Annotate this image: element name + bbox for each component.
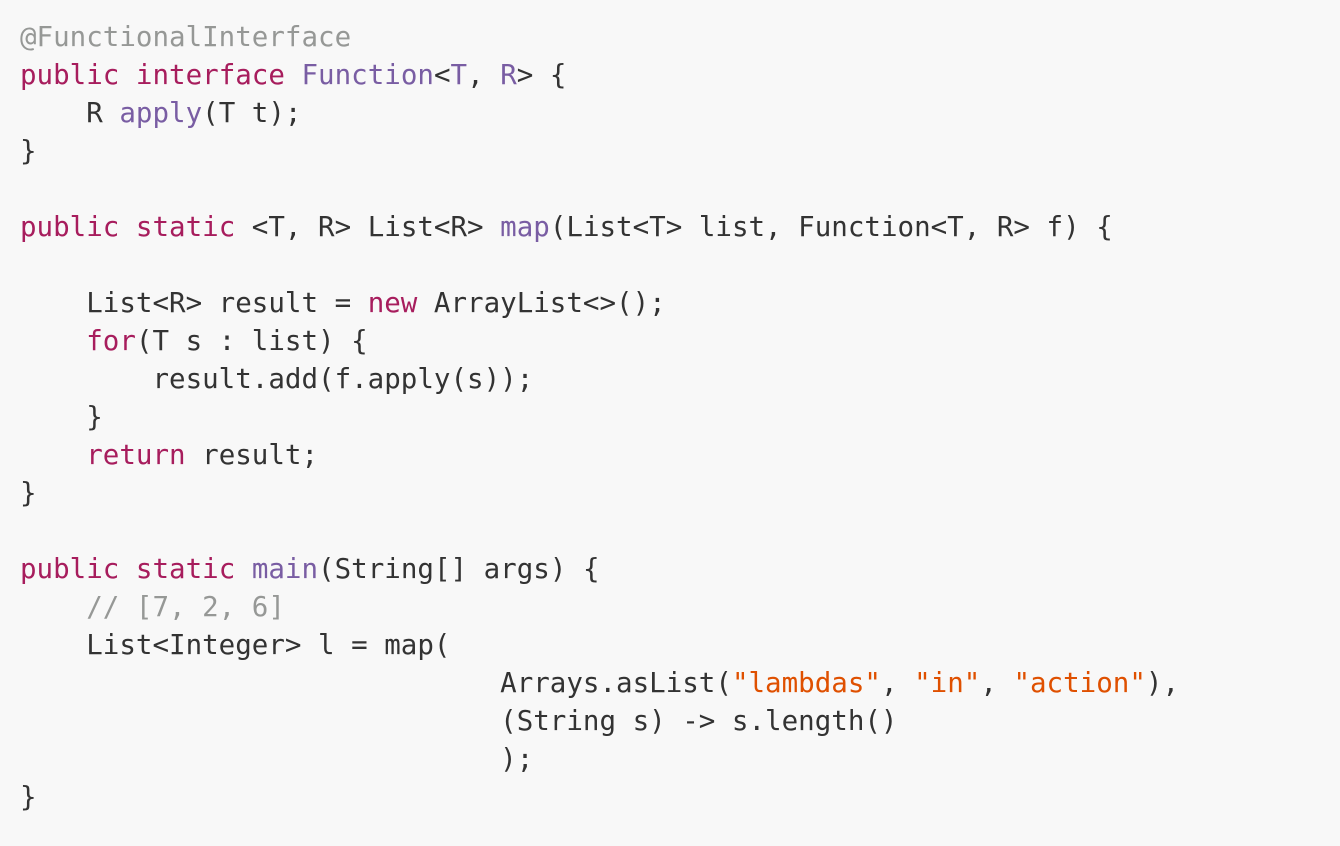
code-token-plain: ,: [467, 59, 501, 91]
code-token-plain: }: [20, 135, 37, 167]
code-token-keyword: public: [20, 211, 120, 243]
code-token-plain: [285, 59, 302, 91]
code-line: (String s) -> s.length(): [20, 702, 1340, 740]
code-token-plain: [20, 591, 86, 623]
code-token-keyword: interface: [135, 59, 285, 91]
code-line: List<Integer> l = map(: [20, 626, 1340, 664]
code-line: for(T s : list) {: [20, 322, 1340, 360]
code-token-keyword: public: [20, 553, 120, 585]
code-token-plain: ),: [1145, 667, 1180, 699]
code-line: public interface Function<T, R> {: [20, 56, 1340, 94]
code-line: Arrays.asList("lambdas", "in", "action")…: [20, 664, 1340, 702]
code-token-plain: [235, 553, 252, 585]
code-token-plain: ,: [980, 667, 1014, 699]
code-line: // [7, 2, 6]: [20, 588, 1340, 626]
code-token-keyword: public: [20, 59, 120, 91]
code-token-plain: }: [20, 477, 37, 509]
code-line: result.add(f.apply(s));: [20, 360, 1340, 398]
code-line: }: [20, 778, 1340, 816]
code-token-keyword: static: [135, 211, 236, 243]
code-token-plain: <T, R> List<R>: [235, 211, 501, 243]
code-line: public static <T, R> List<R> map(List<T>…: [20, 208, 1340, 246]
code-line: [20, 170, 1340, 208]
code-token-entity: R: [500, 59, 517, 91]
code-token-plain: }: [20, 401, 103, 433]
code-token-entity: Function: [301, 59, 434, 91]
code-line: }: [20, 398, 1340, 436]
code-token-plain: [20, 439, 86, 471]
code-token-keyword: new: [367, 287, 418, 319]
code-token-plain: ArrayList<>();: [417, 287, 666, 319]
code-token-plain: List<Integer> l = map(: [20, 629, 451, 661]
code-token-plain: > {: [516, 59, 567, 91]
code-token-plain: Arrays.asList(: [20, 667, 732, 699]
code-token-entity: T: [450, 59, 468, 91]
code-token-plain: [119, 553, 136, 585]
code-token-plain: R: [20, 97, 120, 129]
code-token-keyword: static: [135, 553, 236, 585]
code-token-plain: <: [433, 59, 451, 91]
code-token-plain: (List<T> list, Function<T, R> f) {: [549, 211, 1113, 243]
code-token-string: "in": [914, 667, 981, 699]
code-token-plain: result.add(f.apply(s));: [20, 363, 534, 395]
code-token-entity: main: [251, 553, 319, 585]
code-token-plain: (String s) -> s.length(): [20, 705, 898, 737]
code-line: }: [20, 474, 1340, 512]
code-token-comment: @FunctionalInterface: [20, 21, 352, 53]
code-token-plain: (String[] args) {: [318, 553, 600, 585]
code-token-comment: // [7, 2, 6]: [86, 591, 285, 623]
code-token-plain: [119, 59, 136, 91]
code-token-entity: map: [500, 211, 550, 243]
code-token-plain: (T t);: [202, 97, 302, 129]
code-token-entity: apply: [119, 97, 203, 129]
code-token-plain: );: [20, 743, 534, 775]
code-line: return result;: [20, 436, 1340, 474]
code-token-plain: [119, 211, 136, 243]
code-token-string: "action": [1013, 667, 1146, 699]
code-line: public static main(String[] args) {: [20, 550, 1340, 588]
code-line: R apply(T t);: [20, 94, 1340, 132]
code-token-keyword: return: [86, 439, 186, 471]
code-line: List<R> result = new ArrayList<>();: [20, 284, 1340, 322]
code-token-plain: }: [20, 781, 37, 813]
code-token-string: "lambdas": [731, 667, 881, 699]
code-token-plain: [20, 325, 86, 357]
code-line: }: [20, 132, 1340, 170]
code-token-plain: ,: [880, 667, 915, 699]
code-token-keyword: for: [86, 325, 136, 357]
code-line: @FunctionalInterface: [20, 18, 1340, 56]
code-token-plain: (T s : list) {: [135, 325, 368, 357]
code-line: );: [20, 740, 1340, 778]
code-token-plain: List<R> result =: [20, 287, 368, 319]
code-line: [20, 246, 1340, 284]
code-token-plain: result;: [185, 439, 319, 471]
code-line: [20, 512, 1340, 550]
